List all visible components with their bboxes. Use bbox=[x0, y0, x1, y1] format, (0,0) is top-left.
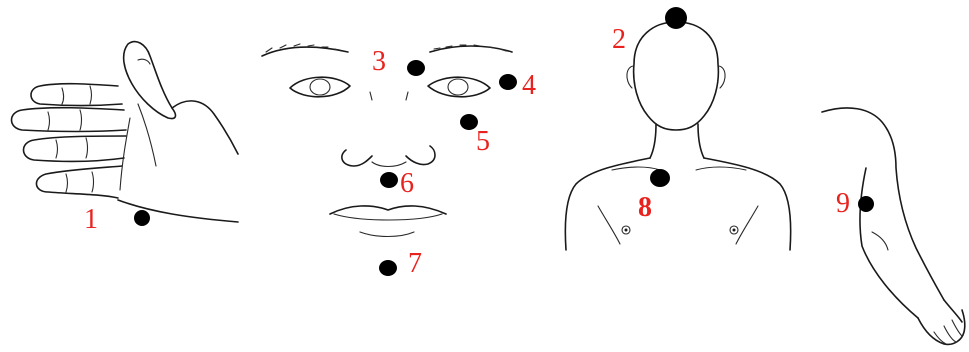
point-label-8: 8 bbox=[638, 192, 652, 223]
point-label-4: 4 bbox=[522, 70, 536, 101]
acupoint-marker-4 bbox=[499, 74, 517, 90]
point-label-6: 6 bbox=[400, 168, 414, 199]
hand-illustration bbox=[12, 42, 239, 222]
acupoint-marker-6 bbox=[380, 172, 398, 188]
point-1: 1 bbox=[84, 204, 150, 235]
point-label-9: 9 bbox=[836, 188, 850, 219]
point-label-7: 7 bbox=[408, 248, 422, 279]
point-6: 6 bbox=[380, 168, 414, 199]
point-label-2: 2 bbox=[612, 24, 626, 55]
arm-illustration bbox=[822, 108, 965, 344]
point-3: 3 bbox=[372, 46, 425, 77]
acupoint-marker-7 bbox=[379, 260, 397, 276]
torso-illustration bbox=[565, 22, 790, 250]
point-5: 5 bbox=[460, 114, 490, 157]
point-label-5: 5 bbox=[476, 126, 490, 157]
point-9: 9 bbox=[836, 188, 874, 219]
face-illustration bbox=[262, 44, 512, 237]
acupoint-marker-2 bbox=[665, 7, 687, 29]
acupoint-marker-1 bbox=[134, 210, 150, 226]
point-label-3: 3 bbox=[372, 46, 386, 77]
point-8: 8 bbox=[638, 169, 670, 223]
acupoint-marker-9 bbox=[858, 196, 874, 212]
point-label-1: 1 bbox=[84, 204, 98, 235]
acupoint-marker-3 bbox=[407, 60, 425, 76]
point-7: 7 bbox=[379, 248, 422, 279]
point-4: 4 bbox=[499, 70, 536, 101]
acupoint-marker-8 bbox=[650, 169, 670, 187]
